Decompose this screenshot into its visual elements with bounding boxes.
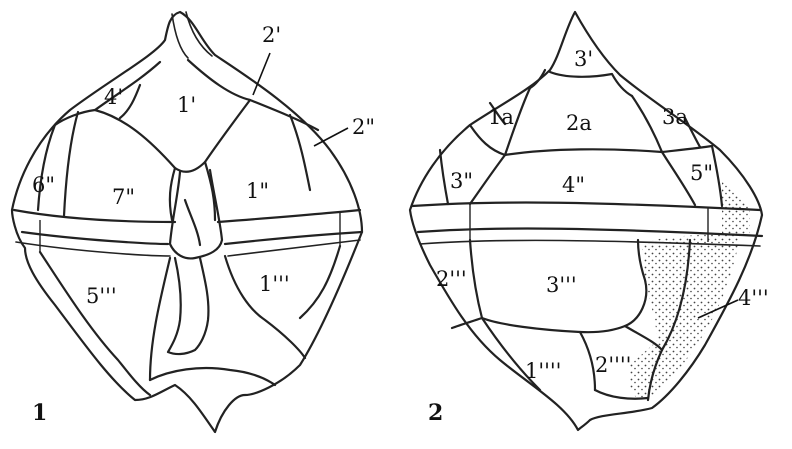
fig1-label-1prime: 1' — [177, 93, 196, 117]
fig2-label-3a: 3a — [662, 105, 688, 129]
fig2-plate-3dprime — [440, 150, 448, 204]
fig1-cingulum-upper — [14, 210, 360, 222]
fig1-label-4prime: 4' — [104, 85, 123, 109]
fig2-label-5dprime: 5" — [690, 161, 713, 185]
fig2-outline — [410, 12, 762, 430]
fig2-plate-5dprime — [712, 146, 722, 206]
fig1-label-6dprime: 6" — [32, 173, 55, 197]
fig2-label-1qprime: 1'''' — [525, 359, 561, 383]
fig1-label-7dprime: 7" — [112, 185, 135, 209]
fig2-label-3dprime: 3" — [450, 169, 473, 193]
fig1-plate-5tprime — [40, 252, 170, 395]
figure-1-number: 1 — [32, 400, 47, 426]
fig1-label-1tprime: 1''' — [259, 272, 290, 296]
figure-1-dinoflagellate: 2' 4' 1' 2" 6" 7" 1" 5''' 1''' 1 — [12, 12, 375, 432]
fig2-label-1a: 1a — [488, 105, 514, 129]
figure-2-dinoflagellate: 3' 1a 2a 3a 3" 4" 5" 2''' 3''' 4''' 1'''… — [410, 12, 769, 430]
fig1-label-2dprime: 2" — [352, 115, 375, 139]
fig1-label-5tprime: 5''' — [86, 284, 117, 308]
fig1-label-2prime: 2' — [262, 23, 281, 47]
fig2-label-3prime: 3' — [574, 47, 593, 71]
fig1-pointer-2prime — [253, 53, 270, 95]
fig1-plate-1tprime — [225, 246, 340, 358]
fig2-label-2qprime: 2'''' — [595, 353, 631, 377]
fig1-label-1dprime: 1" — [246, 179, 269, 203]
fig2-label-2a: 2a — [566, 111, 592, 135]
fig2-label-2tprime: 2''' — [436, 267, 467, 291]
fig2-label-4tprime: 4''' — [738, 286, 769, 310]
fig1-cingulum-lower — [22, 232, 362, 244]
fig1-sulcus — [168, 170, 222, 354]
fig2-label-3tprime: 3''' — [546, 273, 577, 297]
fig2-label-4dprime: 4" — [562, 173, 585, 197]
figure-2-number: 2 — [428, 400, 443, 426]
fig1-antapical — [150, 368, 275, 385]
fig1-plate-6dprime — [38, 112, 78, 216]
fig1-plate-2dprime — [250, 100, 318, 190]
